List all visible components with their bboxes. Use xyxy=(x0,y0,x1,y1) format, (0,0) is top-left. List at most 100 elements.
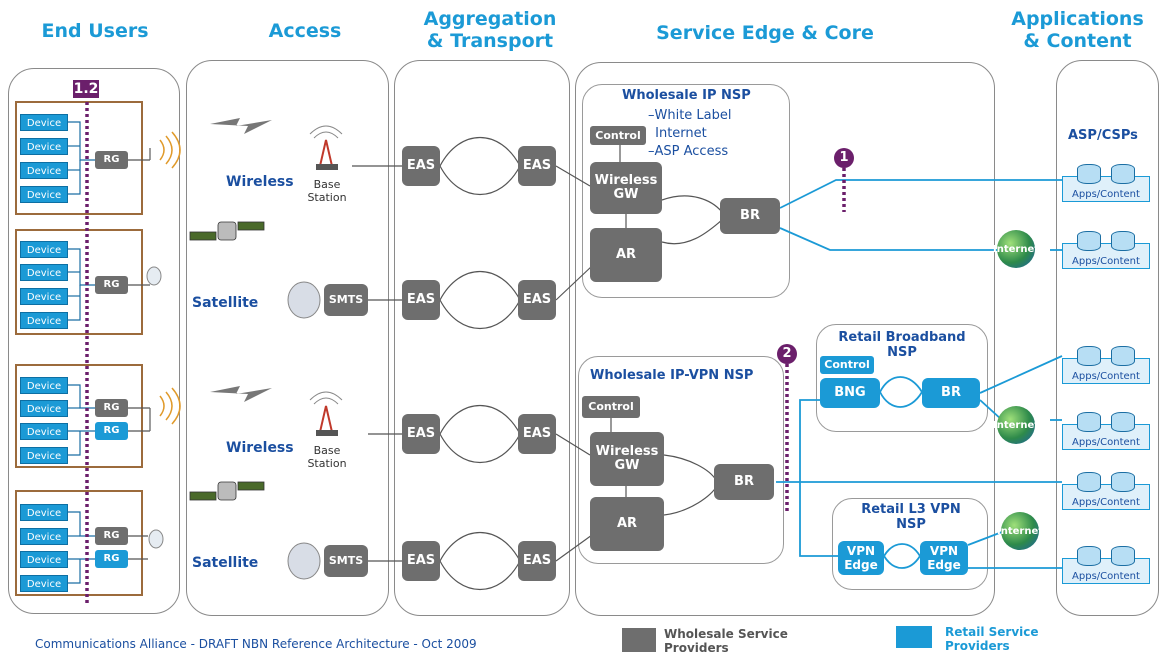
wholesale-ipvpn-br: BR xyxy=(714,464,774,500)
base-station-label-1: Base Station xyxy=(307,178,347,204)
device-3-1: Device xyxy=(20,377,68,394)
wholesale-ip-title: Wholesale IP NSP xyxy=(622,88,751,103)
database-icon xyxy=(1111,472,1135,492)
retail-l3vpn-edge-1: VPN Edge xyxy=(838,541,884,575)
device-2-3: Device xyxy=(20,288,68,305)
device-3-3: Device xyxy=(20,423,68,440)
rg-3-retail: RG xyxy=(95,422,128,440)
rg-4-wholesale: RG xyxy=(95,527,128,545)
device-4-1: Device xyxy=(20,504,68,521)
device-2-2: Device xyxy=(20,264,68,281)
retail-broadband-bng: BNG xyxy=(820,378,880,408)
device-3-4: Device xyxy=(20,447,68,464)
database-icon xyxy=(1077,231,1101,251)
satellite-label-2: Satellite xyxy=(192,555,259,571)
eas-3b: EAS xyxy=(518,414,556,454)
legend-wholesale-label: Wholesale Service Providers xyxy=(664,627,788,655)
wholesale-ipvpn-title: Wholesale IP-VPN NSP xyxy=(590,368,754,383)
device-4-3: Device xyxy=(20,551,68,568)
device-4-2: Device xyxy=(20,528,68,545)
apps-content-3: Apps/Content xyxy=(1062,346,1150,384)
wholesale-ipvpn-ar: AR xyxy=(590,497,664,551)
header-applications: Applications & Content xyxy=(1011,8,1144,52)
asp-csps-title: ASP/CSPs xyxy=(1068,128,1138,143)
header-aggregation: Aggregation & Transport xyxy=(423,8,557,52)
database-icon xyxy=(1077,472,1101,492)
wireless-bolt-1 xyxy=(210,118,272,134)
retail-broadband-title: Retail Broadband NSP xyxy=(838,330,966,360)
wireless-bolt-2 xyxy=(210,386,272,402)
device-1-2: Device xyxy=(20,138,68,155)
panel-applications xyxy=(1056,60,1159,616)
apps-content-label: Apps/Content xyxy=(1072,497,1140,508)
wireless-label-2: Wireless xyxy=(226,440,294,456)
wholesale-ip-note-1: –White Label xyxy=(648,108,732,123)
device-1-1: Device xyxy=(20,114,68,131)
apps-content-label: Apps/Content xyxy=(1072,571,1140,582)
eas-1b: EAS xyxy=(518,146,556,186)
database-icon xyxy=(1111,231,1135,251)
marker-2: 2 xyxy=(777,344,797,364)
database-icon xyxy=(1077,346,1101,366)
ref-1-2-label: 1.2 xyxy=(73,80,99,98)
legend-retail-label: Retail Service Providers xyxy=(945,625,1039,653)
marker-1: 1 xyxy=(834,148,854,168)
header-end-users: End Users xyxy=(41,20,149,42)
legend-retail-swatch xyxy=(896,626,932,648)
wholesale-ip-ar: AR xyxy=(590,228,662,282)
apps-content-5: Apps/Content xyxy=(1062,472,1150,510)
apps-content-label: Apps/Content xyxy=(1072,189,1140,200)
satellite-label-1: Satellite xyxy=(192,295,259,311)
rg-2: RG xyxy=(95,276,128,294)
apps-content-label: Apps/Content xyxy=(1072,371,1140,382)
device-2-4: Device xyxy=(20,312,68,329)
wholesale-ip-wireless-gw: Wireless GW xyxy=(590,162,662,214)
device-4-4: Device xyxy=(20,575,68,592)
rg-4-retail: RG xyxy=(95,550,128,568)
eas-1a: EAS xyxy=(402,146,440,186)
apps-content-6: Apps/Content xyxy=(1062,546,1150,584)
eas-3a: EAS xyxy=(402,414,440,454)
wholesale-ipvpn-control: Control xyxy=(582,396,640,418)
apps-content-label: Apps/Content xyxy=(1072,256,1140,267)
wholesale-ip-note-3: –ASP Access xyxy=(648,144,729,159)
database-icon xyxy=(1077,164,1101,184)
database-icon xyxy=(1111,412,1135,432)
rg-1: RG xyxy=(95,151,128,169)
device-1-3: Device xyxy=(20,162,68,179)
eas-4a: EAS xyxy=(402,541,440,581)
database-icon xyxy=(1077,546,1101,566)
footer-credit: Communications Alliance - DRAFT NBN Refe… xyxy=(35,637,477,651)
rg-3-wholesale: RG xyxy=(95,399,128,417)
database-icon xyxy=(1077,412,1101,432)
eas-4b: EAS xyxy=(518,541,556,581)
device-1-4: Device xyxy=(20,186,68,203)
retail-broadband-br: BR xyxy=(922,378,980,408)
panel-access xyxy=(186,60,389,616)
database-icon xyxy=(1111,164,1135,184)
internet-globe-3: Internet xyxy=(997,512,1043,550)
eas-2b: EAS xyxy=(518,280,556,320)
wholesale-ip-br: BR xyxy=(720,198,780,234)
apps-content-label: Apps/Content xyxy=(1072,437,1140,448)
legend-wholesale-swatch xyxy=(622,628,656,652)
retail-l3vpn-title: Retail L3 VPN NSP xyxy=(861,502,961,532)
wireless-label-1: Wireless xyxy=(226,174,294,190)
retail-l3vpn-edge-2: VPN Edge xyxy=(920,541,968,575)
device-3-2: Device xyxy=(20,400,68,417)
database-icon xyxy=(1111,546,1135,566)
header-access: Access xyxy=(268,20,342,42)
apps-content-4: Apps/Content xyxy=(1062,412,1150,450)
wholesale-ipvpn-wireless-gw: Wireless GW xyxy=(590,432,664,486)
internet-globe-2: Internet xyxy=(993,406,1039,444)
base-station-label-2: Base Station xyxy=(307,444,347,470)
retail-broadband-control: Control xyxy=(820,356,874,374)
smts-2: SMTS xyxy=(324,545,368,577)
apps-content-2: Apps/Content xyxy=(1062,231,1150,269)
header-service-edge: Service Edge & Core xyxy=(656,22,874,44)
eas-2a: EAS xyxy=(402,280,440,320)
wholesale-ip-note-2: Internet xyxy=(651,126,707,141)
device-2-1: Device xyxy=(20,241,68,258)
internet-globe-1: Internet xyxy=(993,230,1039,268)
